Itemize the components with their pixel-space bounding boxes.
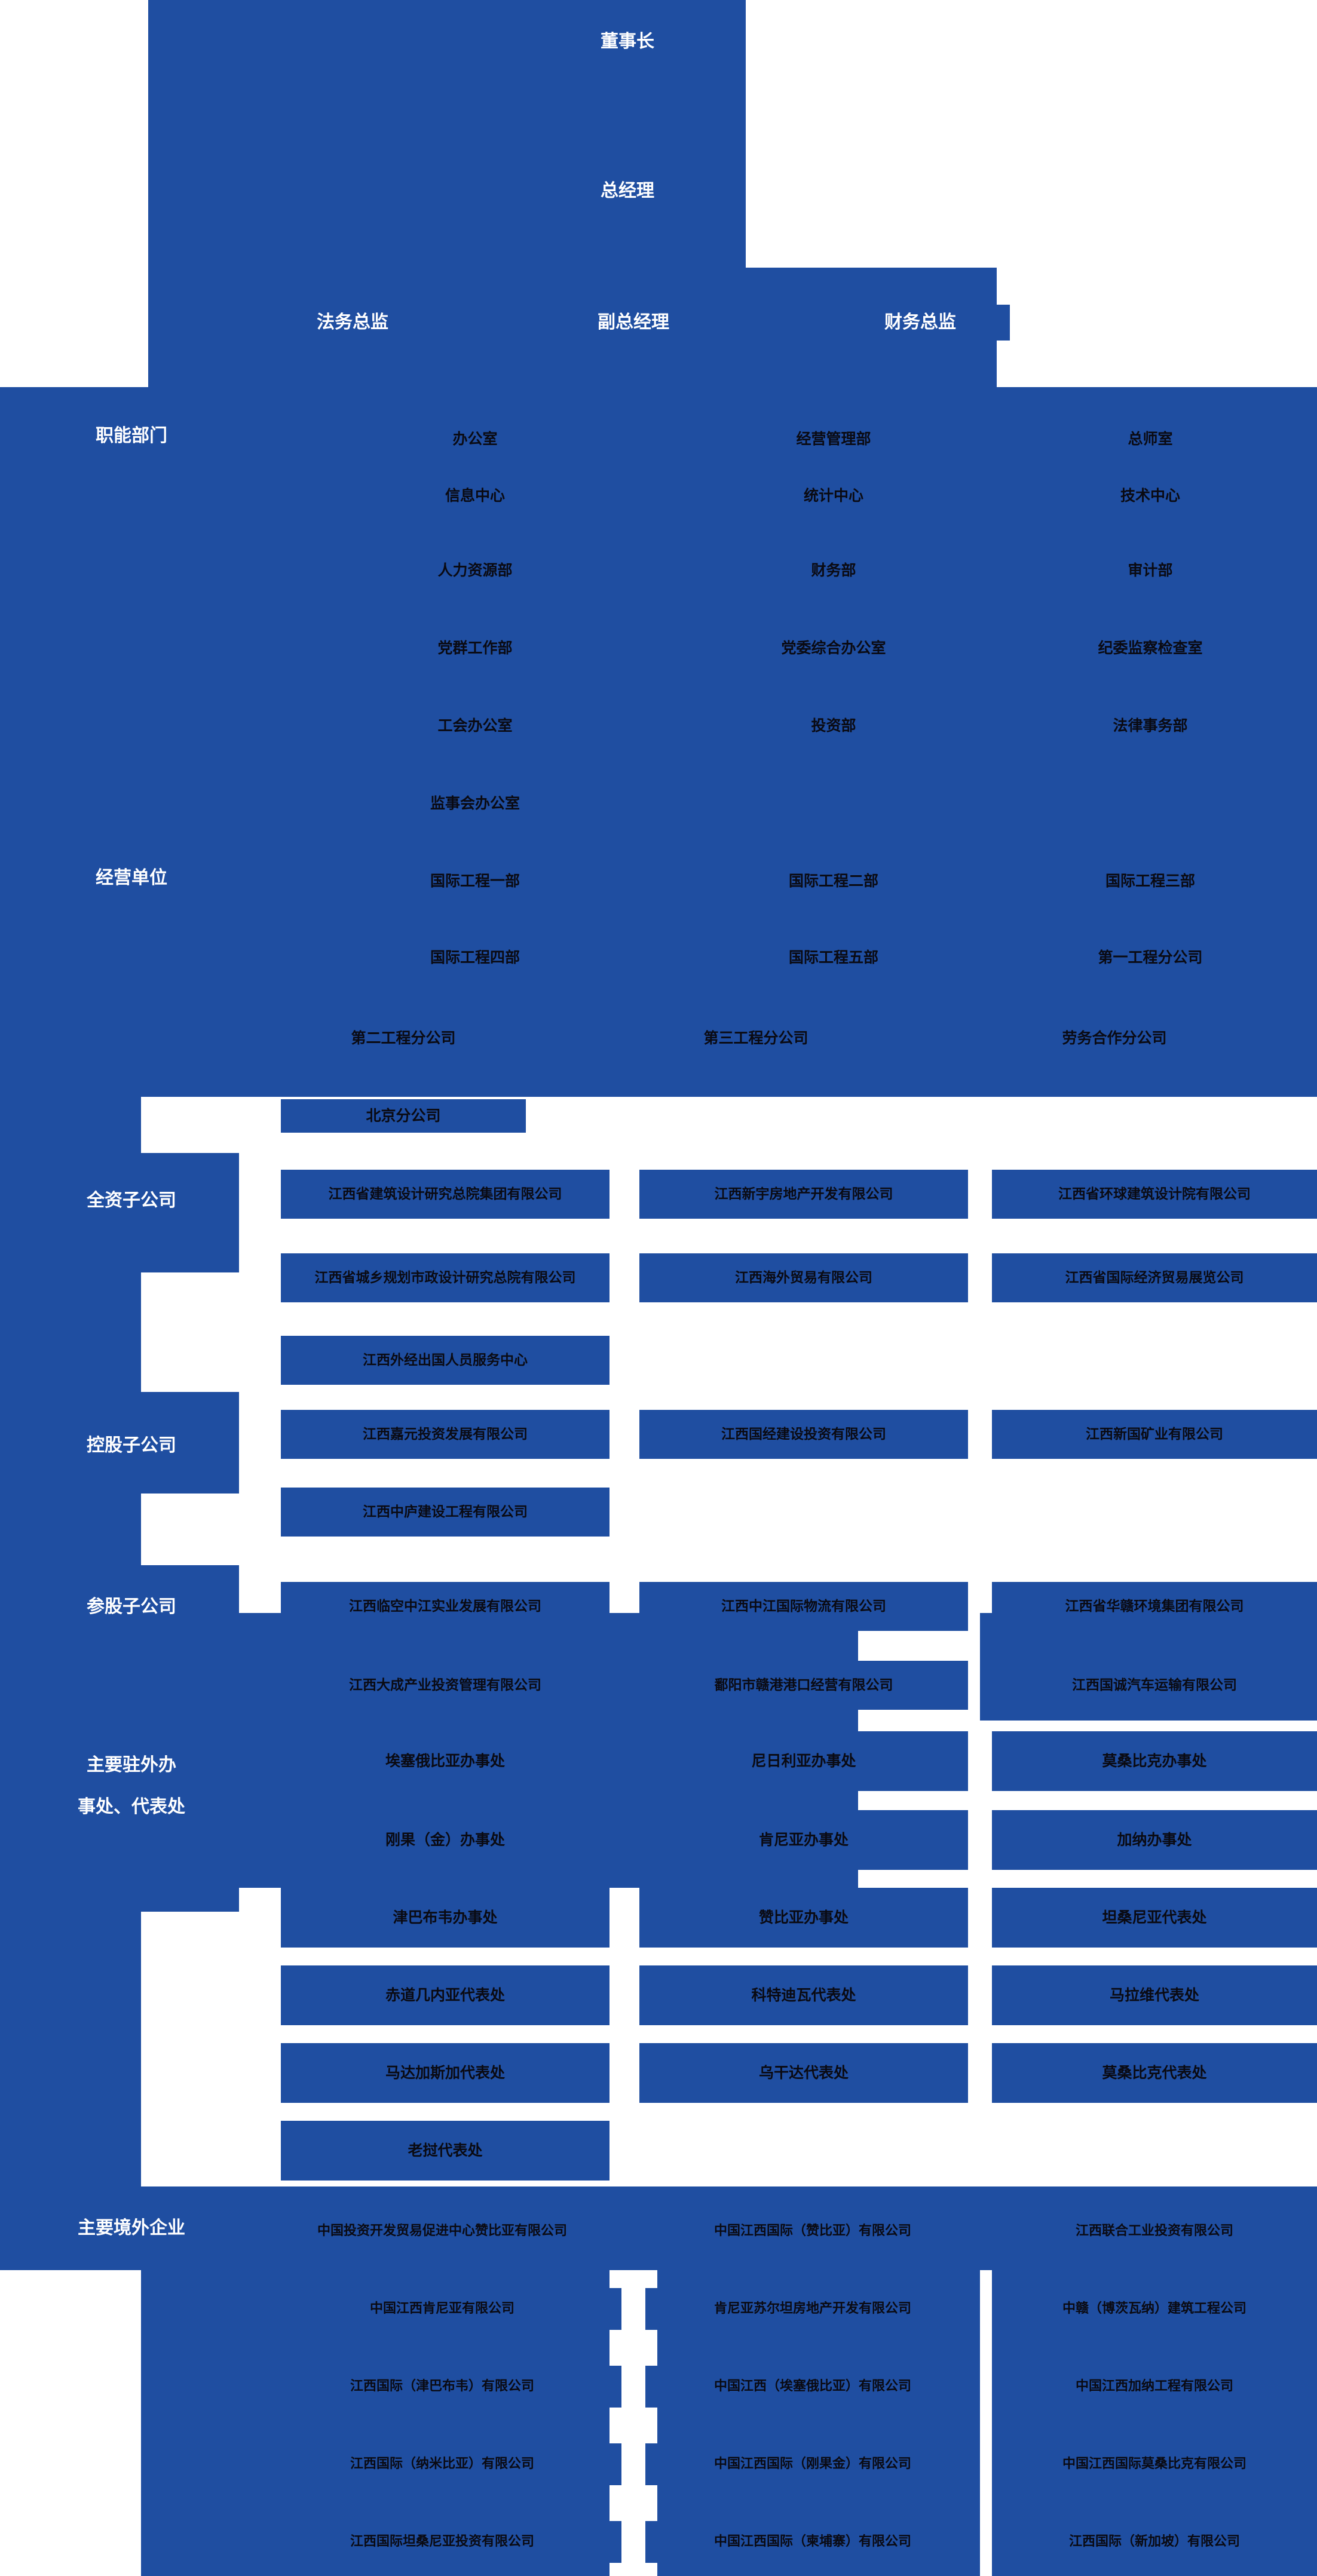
node-overseas-enterprise[interactable]: 中国江西国际莫桑比克有限公司 — [992, 2443, 1317, 2485]
node-legal-director[interactable]: 法务总监 — [263, 305, 442, 341]
node-finance-director[interactable]: 财务总监 — [831, 305, 1010, 341]
node-functional-department[interactable]: 办公室 — [353, 424, 598, 454]
row-label-overseas-offices-line2: 事处、代表处 — [36, 1792, 227, 1822]
node-overseas-office[interactable]: 莫桑比克代表处 — [992, 2043, 1317, 2103]
node-participating-subsidiary[interactable]: 江西临空中江实业发展有限公司 — [281, 1582, 610, 1631]
node-business-unit[interactable]: 国际工程五部 — [711, 943, 956, 973]
node-functional-department[interactable]: 监事会办公室 — [353, 789, 598, 818]
node-overseas-office[interactable]: 加纳办事处 — [992, 1810, 1317, 1870]
node-holding-subsidiary[interactable]: 江西新国矿业有限公司 — [992, 1410, 1317, 1459]
row-label-wholly-owned: 全资子公司 — [36, 1183, 227, 1219]
node-wholly-owned-subsidiary[interactable]: 江西海外贸易有限公司 — [639, 1253, 968, 1302]
row-label-functional-departments: 职能部门 — [36, 418, 227, 454]
node-functional-department[interactable]: 党委综合办公室 — [711, 633, 956, 663]
node-functional-department[interactable]: 人力资源部 — [353, 556, 598, 585]
node-general-manager[interactable]: 总经理 — [526, 173, 729, 209]
node-functional-department[interactable]: 工会办公室 — [353, 711, 598, 741]
node-overseas-enterprise[interactable]: 江西国际坦桑尼亚投资有限公司 — [263, 2521, 621, 2563]
node-overseas-enterprise[interactable]: 江西联合工业投资有限公司 — [992, 2210, 1317, 2252]
node-participating-subsidiary[interactable]: 江西省华赣环境集团有限公司 — [992, 1582, 1317, 1631]
node-functional-department[interactable]: 审计部 — [1028, 556, 1273, 585]
node-business-unit[interactable]: 国际工程四部 — [353, 943, 598, 973]
node-overseas-enterprise[interactable]: 江西国际（纳米比亚）有限公司 — [263, 2443, 621, 2485]
node-overseas-office[interactable]: 老挝代表处 — [281, 2121, 610, 2181]
node-participating-subsidiary[interactable]: 江西中江国际物流有限公司 — [639, 1582, 968, 1631]
node-overseas-enterprise[interactable]: 中国江西国际（赞比亚）有限公司 — [645, 2210, 980, 2252]
node-functional-department[interactable]: 财务部 — [711, 556, 956, 585]
node-overseas-enterprise[interactable]: 肯尼亚苏尔坦房地产开发有限公司 — [645, 2288, 980, 2330]
node-functional-department[interactable]: 总师室 — [1028, 424, 1273, 454]
row-label-holding: 控股子公司 — [36, 1428, 227, 1464]
node-overseas-office[interactable]: 肯尼亚办事处 — [639, 1810, 968, 1870]
node-overseas-office[interactable]: 赞比亚办事处 — [639, 1888, 968, 1948]
row-label-overseas-offices-line1: 主要驻外办 — [36, 1750, 227, 1780]
node-functional-department[interactable]: 党群工作部 — [353, 633, 598, 663]
node-deputy-general-manager[interactable]: 副总经理 — [544, 305, 723, 341]
node-overseas-office[interactable]: 科特迪瓦代表处 — [639, 1965, 968, 2025]
node-overseas-enterprise[interactable]: 中赣（博茨瓦纳）建筑工程公司 — [992, 2288, 1317, 2330]
node-business-unit[interactable]: 第三工程分公司 — [633, 1022, 878, 1055]
row-label-participating: 参股子公司 — [36, 1589, 227, 1625]
node-functional-department[interactable]: 统计中心 — [711, 481, 956, 511]
node-overseas-enterprise[interactable]: 中国江西国际（柬埔寨）有限公司 — [645, 2521, 980, 2563]
node-overseas-enterprise[interactable]: 中国江西国际（刚果金）有限公司 — [645, 2443, 980, 2485]
node-overseas-office[interactable]: 坦桑尼亚代表处 — [992, 1888, 1317, 1948]
node-overseas-enterprise[interactable]: 中国江西加纳工程有限公司 — [992, 2366, 1317, 2408]
node-overseas-office[interactable]: 马达加斯加代表处 — [281, 2043, 610, 2103]
node-overseas-enterprise[interactable]: 江西国际（新加坡）有限公司 — [992, 2521, 1317, 2563]
node-overseas-enterprise[interactable]: 中国江西（埃塞俄比亚）有限公司 — [645, 2366, 980, 2408]
row-label-overseas-enterprises: 主要境外企业 — [30, 2210, 233, 2246]
node-functional-department[interactable]: 信息中心 — [353, 481, 598, 511]
node-business-unit[interactable]: 北京分公司 — [281, 1099, 526, 1133]
node-overseas-office[interactable]: 马拉维代表处 — [992, 1965, 1317, 2025]
node-overseas-office[interactable]: 莫桑比克办事处 — [992, 1731, 1317, 1791]
node-wholly-owned-subsidiary[interactable]: 江西省国际经济贸易展览公司 — [992, 1253, 1317, 1302]
node-business-unit[interactable]: 劳务合作分公司 — [992, 1022, 1237, 1055]
node-overseas-enterprise[interactable]: 中国投资开发贸易促进中心赞比亚有限公司 — [263, 2210, 621, 2252]
node-overseas-office[interactable]: 埃塞俄比亚办事处 — [281, 1731, 610, 1791]
node-functional-department[interactable]: 投资部 — [711, 711, 956, 741]
node-business-unit[interactable]: 国际工程二部 — [711, 866, 956, 896]
node-wholly-owned-subsidiary[interactable]: 江西新宇房地产开发有限公司 — [639, 1170, 968, 1219]
row-label-business-units: 经营单位 — [36, 860, 227, 896]
node-overseas-office[interactable]: 乌干达代表处 — [639, 2043, 968, 2103]
node-holding-subsidiary[interactable]: 江西嘉元投资发展有限公司 — [281, 1410, 610, 1459]
node-overseas-office[interactable]: 尼日利亚办事处 — [639, 1731, 968, 1791]
node-holding-subsidiary[interactable]: 江西中庐建设工程有限公司 — [281, 1488, 610, 1537]
node-functional-department[interactable]: 技术中心 — [1028, 481, 1273, 511]
node-participating-subsidiary[interactable]: 鄱阳市赣港港口经营有限公司 — [639, 1661, 968, 1710]
node-wholly-owned-subsidiary[interactable]: 江西外经出国人员服务中心 — [281, 1336, 610, 1385]
node-participating-subsidiary[interactable]: 江西大成产业投资管理有限公司 — [281, 1661, 610, 1710]
node-business-unit[interactable]: 第二工程分公司 — [281, 1022, 526, 1055]
node-participating-subsidiary[interactable]: 江西国诚汽车运输有限公司 — [992, 1661, 1317, 1710]
node-wholly-owned-subsidiary[interactable]: 江西省建筑设计研究总院集团有限公司 — [281, 1170, 610, 1219]
node-chairman[interactable]: 董事长 — [526, 24, 729, 60]
node-functional-department[interactable]: 经营管理部 — [711, 424, 956, 454]
node-functional-department[interactable]: 法律事务部 — [1028, 711, 1273, 741]
node-wholly-owned-subsidiary[interactable]: 江西省环球建筑设计院有限公司 — [992, 1170, 1317, 1219]
node-overseas-office[interactable]: 刚果（金）办事处 — [281, 1810, 610, 1870]
node-functional-department[interactable]: 纪委监察检查室 — [1028, 633, 1273, 663]
node-overseas-office[interactable]: 赤道几内亚代表处 — [281, 1965, 610, 2025]
node-business-unit[interactable]: 国际工程三部 — [1028, 866, 1273, 896]
node-business-unit[interactable]: 第一工程分公司 — [1028, 943, 1273, 973]
node-overseas-enterprise[interactable]: 中国江西肯尼亚有限公司 — [263, 2288, 621, 2330]
node-wholly-owned-subsidiary[interactable]: 江西省城乡规划市政设计研究总院有限公司 — [281, 1253, 610, 1302]
node-business-unit[interactable]: 国际工程一部 — [353, 866, 598, 896]
node-overseas-enterprise[interactable]: 江西国际（津巴布韦）有限公司 — [263, 2366, 621, 2408]
node-holding-subsidiary[interactable]: 江西国经建设投资有限公司 — [639, 1410, 968, 1459]
node-overseas-office[interactable]: 津巴布韦办事处 — [281, 1888, 610, 1948]
